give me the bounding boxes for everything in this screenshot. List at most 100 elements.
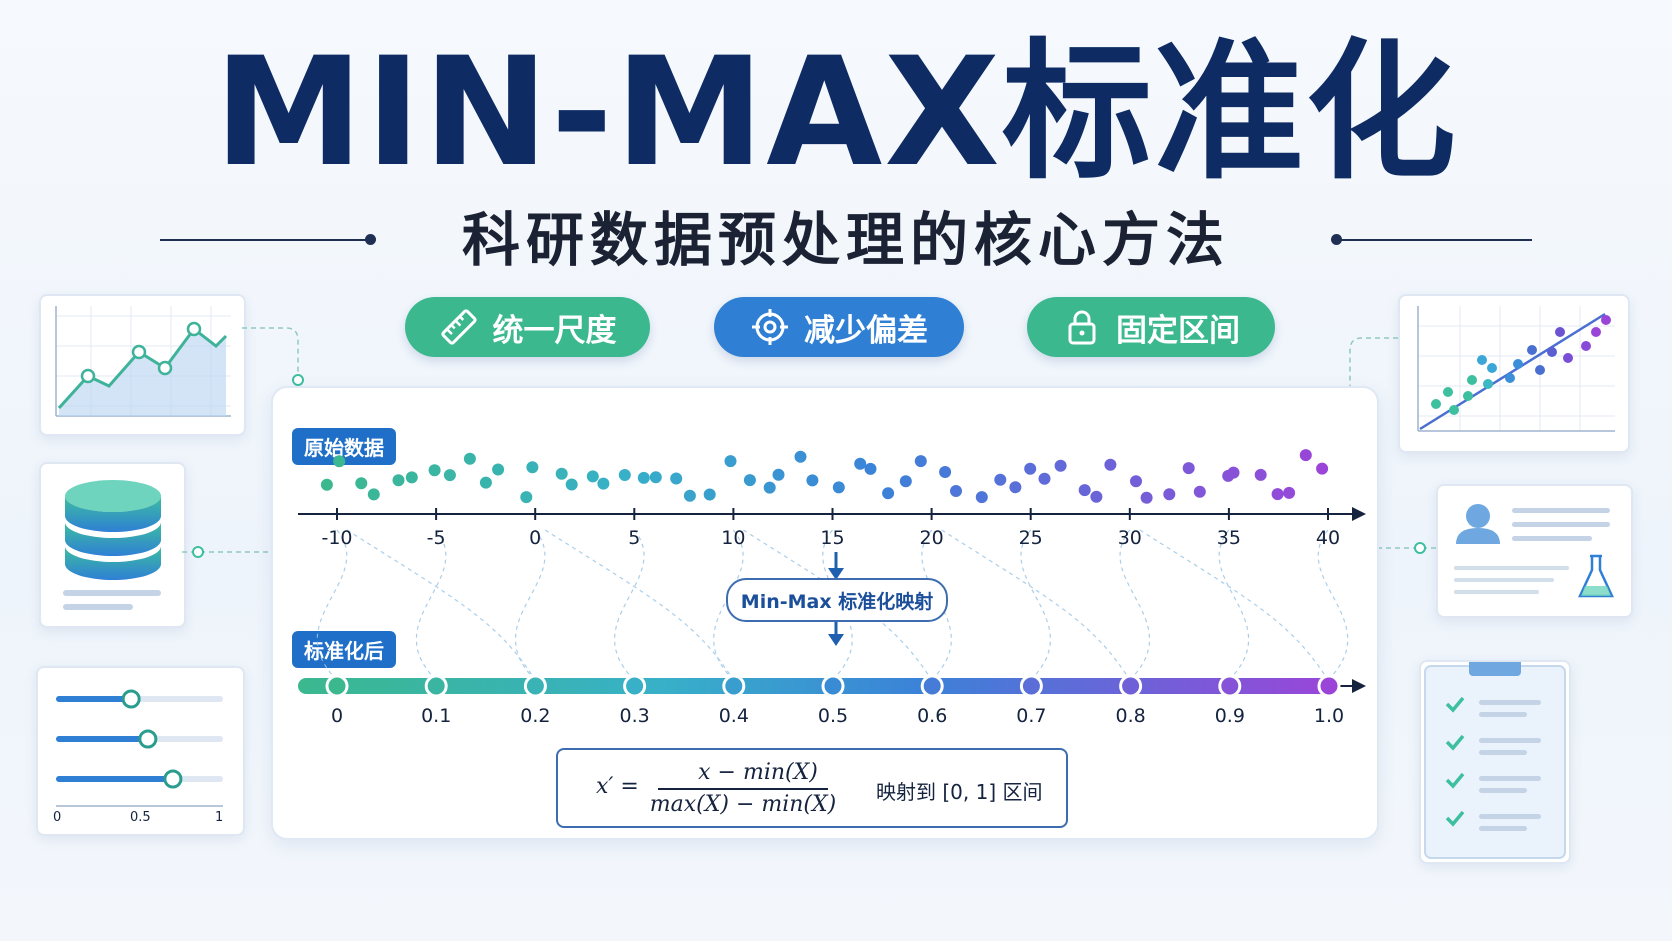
scaled-point — [1019, 674, 1043, 698]
formula-box: x′ = x − min(X) max(X) − min(X) 映射到 [0, … — [556, 748, 1068, 828]
subtitle-rule-left-dot — [365, 234, 376, 245]
raw-data-point — [1254, 468, 1267, 481]
mapping-curve — [1218, 529, 1250, 681]
raw-data-point — [463, 452, 476, 465]
pill-reduce-bias: 减少偏差 — [714, 297, 964, 357]
raw-data-point — [939, 466, 952, 478]
raw-data-point — [1140, 491, 1153, 504]
database-icon — [63, 480, 161, 610]
mapping-curve — [316, 529, 348, 681]
scaled-tick-label: 0.3 — [619, 705, 649, 727]
line-chart-card — [39, 294, 246, 436]
raw-data-point — [914, 455, 927, 468]
scaled-point — [821, 674, 845, 698]
raw-data-point — [806, 474, 819, 487]
raw-tick-label: 25 — [1019, 527, 1043, 549]
slider-fill — [56, 776, 173, 782]
raw-data-point — [950, 485, 962, 497]
raw-data-point — [1283, 486, 1296, 499]
mapping-curve — [544, 529, 734, 681]
mapping-arrow-bottom-head — [828, 634, 844, 646]
sliders-card: 0 0.5 1 — [36, 666, 245, 836]
raw-tick-label: 5 — [628, 527, 640, 549]
slider-knob — [163, 769, 183, 789]
raw-data-point — [1299, 449, 1312, 462]
mapping-curve — [713, 529, 744, 681]
raw-data-point — [355, 477, 368, 490]
raw-data-point — [975, 491, 988, 504]
raw-tick-label: 10 — [721, 527, 745, 549]
profile-card — [1436, 484, 1633, 618]
raw-data-point — [526, 461, 539, 474]
raw-data-point — [597, 477, 610, 490]
raw-data-point — [479, 476, 492, 489]
mapping-curve — [614, 529, 645, 681]
raw-data-point — [1038, 472, 1051, 485]
scaled-point — [325, 674, 349, 698]
target-icon — [752, 309, 788, 345]
mapping-curve — [1020, 529, 1051, 681]
scaled-tick-label: 0.2 — [520, 705, 550, 727]
raw-data-point — [670, 472, 683, 485]
mapping-curve — [1317, 529, 1349, 681]
raw-data-point — [994, 473, 1007, 486]
raw-data-point — [1316, 462, 1329, 475]
raw-data-point — [763, 481, 776, 494]
scatter-plot-card — [1398, 294, 1630, 453]
lock-icon — [1068, 310, 1096, 345]
raw-data-point — [428, 464, 441, 477]
mapping-curve — [1119, 529, 1151, 681]
raw-data-point — [1024, 462, 1037, 475]
scaled-point — [1317, 674, 1341, 698]
raw-data-point — [520, 491, 533, 504]
pill-label: 统一尺度 — [492, 312, 617, 349]
user-icon — [1454, 504, 1610, 594]
raw-data-point — [832, 481, 845, 494]
scaled-point — [623, 674, 647, 698]
clipboard-icon — [1424, 652, 1566, 859]
raw-data-points — [320, 449, 1329, 504]
raw-data-point — [703, 488, 716, 501]
scaled-point — [1119, 674, 1143, 698]
mapping-curve — [822, 529, 853, 681]
mapping-arrow-top-head — [828, 568, 844, 580]
raw-data-point — [405, 471, 418, 484]
pill-unify-scale: 统一尺度 — [405, 297, 650, 357]
scaled-tick-label: 0.8 — [1115, 705, 1145, 727]
formula-lhs: x′ = — [596, 774, 639, 799]
raw-tick-label: -5 — [427, 527, 446, 549]
raw-tick-label: 20 — [920, 527, 944, 549]
line-chart-icon — [55, 306, 231, 417]
formula-note: 映射到 [0, 1] 区间 — [876, 780, 1043, 804]
raw-data-point — [392, 474, 405, 487]
scaled-tick-label: 0.4 — [719, 705, 749, 727]
raw-data-point — [618, 469, 631, 481]
raw-tick-label: 40 — [1316, 527, 1340, 549]
raw-data-point — [586, 470, 599, 483]
raw-data-point — [1182, 462, 1195, 475]
raw-data-point — [1271, 488, 1284, 501]
raw-data-point — [565, 478, 578, 491]
raw-data-point — [1163, 488, 1176, 501]
subtitle-rule-right — [1337, 239, 1532, 241]
scaled-tick-label: 0.1 — [421, 705, 451, 727]
scaled-tick-label: 0.7 — [1016, 705, 1046, 727]
raw-tick-label: 0 — [529, 527, 541, 549]
slider-axis-mid: 0.5 — [130, 810, 151, 825]
subtitle-rule-left — [160, 239, 370, 241]
raw-tick-label: 35 — [1217, 527, 1241, 549]
ruler-icon — [440, 309, 477, 345]
slider-fill — [56, 736, 148, 742]
mapping-curve — [514, 529, 546, 681]
raw-data-point — [367, 488, 380, 501]
slider-knob — [121, 689, 141, 709]
raw-data-point — [1104, 458, 1117, 471]
raw-data-point — [320, 478, 333, 491]
raw-data-point — [492, 463, 505, 476]
pill-fixed-range: 固定区间 — [1027, 297, 1275, 357]
scaled-data-tag: 标准化后 — [292, 631, 396, 668]
scaled-point — [424, 674, 448, 698]
raw-tick-label: 15 — [820, 527, 844, 549]
slider-axis-0: 0 — [53, 810, 62, 825]
